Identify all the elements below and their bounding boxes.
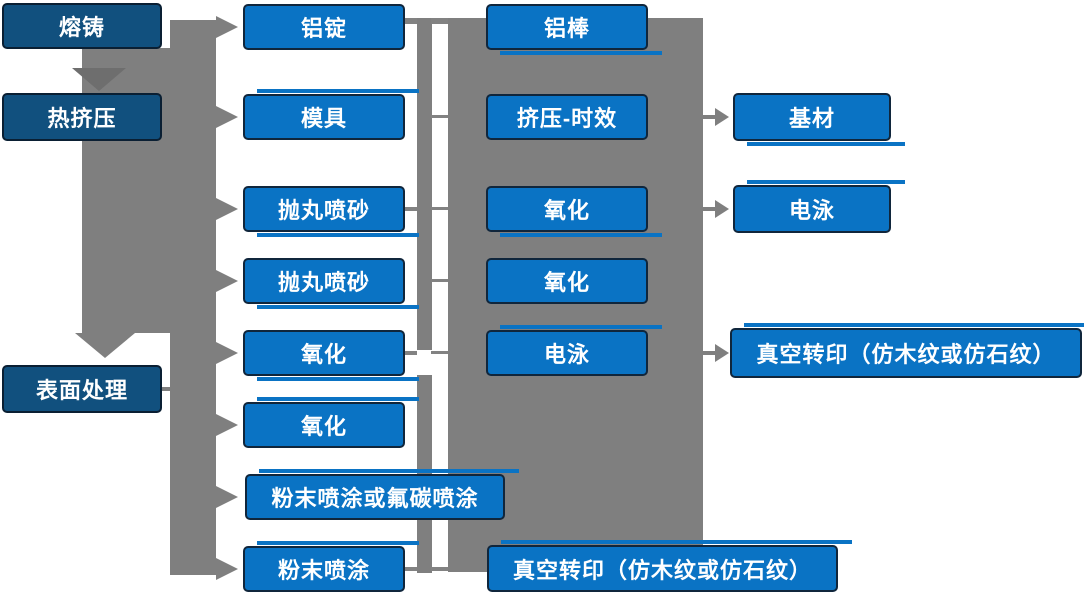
stub-to-electrophoresis-c3	[431, 351, 449, 354]
node-mold: 模具	[243, 89, 419, 140]
arrow-to-powder-coating	[216, 558, 238, 580]
node-al-rod: 铝棒	[486, 4, 662, 55]
node-vacuum-transfer-c4: 真空转印（仿木纹或仿石纹）	[730, 323, 1084, 378]
arrow-down-to-hot-extrusion	[72, 68, 126, 91]
node-shot-blasting-1: 抛丸喷砂	[243, 186, 419, 237]
node-base-material: 基材	[733, 93, 905, 146]
arrow-to-electrophoresis-c4	[715, 200, 729, 218]
stub-al-ingot	[405, 18, 417, 24]
stub-shot-blasting-1	[405, 207, 417, 211]
node-oxidation-c2-2: 氧化	[243, 397, 419, 448]
connector-trunk	[170, 20, 216, 575]
node-vacuum-transfer-c3: 真空转印（仿木纹或仿石纹）	[487, 540, 852, 592]
node-oxidation-c3-2: 氧化	[486, 258, 648, 304]
stub-powder-coating	[405, 567, 417, 571]
node-shot-blasting-2: 抛丸喷砂	[243, 258, 419, 309]
stem-to-base-material	[702, 115, 716, 119]
connector-merge-band-top	[417, 18, 432, 350]
stub-to-oxidation-c3-1	[431, 207, 449, 210]
arrow-to-mold	[216, 106, 238, 128]
arrow-to-base-material	[715, 108, 729, 126]
node-surface-treatment: 表面处理	[2, 365, 162, 413]
arrow-to-oxidation-2	[216, 414, 238, 436]
node-oxidation-c2-1: 氧化	[243, 330, 419, 381]
node-oxidation-c3-1: 氧化	[486, 186, 662, 237]
node-extrusion-aging: 挤压-时效	[486, 94, 648, 140]
node-al-ingot: 铝锭	[243, 4, 405, 50]
node-melting: 熔铸	[2, 3, 162, 49]
arrow-to-al-ingot	[216, 16, 238, 38]
stub-to-al-rod	[431, 18, 449, 24]
stub-to-oxidation-c3-2	[431, 279, 449, 282]
node-electrophoresis-c3: 电泳	[486, 325, 662, 376]
arrow-to-oxidation-1	[216, 342, 238, 364]
arrow-to-shot-blasting-2	[216, 270, 238, 292]
arrow-to-shot-blasting-1	[216, 198, 238, 220]
connector-band-left	[82, 48, 173, 333]
stem-to-vacuum-transfer-c4	[702, 351, 716, 355]
stub-to-vacuum-transfer-c3	[431, 567, 449, 571]
node-powder-coating: 粉末喷涂	[243, 541, 419, 592]
stub-to-extrusion-aging	[431, 115, 449, 118]
arrow-down-to-surface-treatment	[75, 333, 135, 358]
node-electrophoresis-c4: 电泳	[733, 180, 905, 233]
arrow-to-vacuum-transfer-c4	[715, 344, 729, 362]
stub-oxidation-1	[405, 351, 417, 355]
connector-surface-stub	[160, 387, 190, 391]
arrow-to-powder-fluorocarbon	[216, 486, 238, 508]
node-hot-extrusion: 热挤压	[2, 93, 162, 141]
node-powder-or-fluorocarbon: 粉末喷涂或氟碳喷涂	[245, 469, 519, 520]
stem-to-electrophoresis-c4	[702, 207, 716, 211]
